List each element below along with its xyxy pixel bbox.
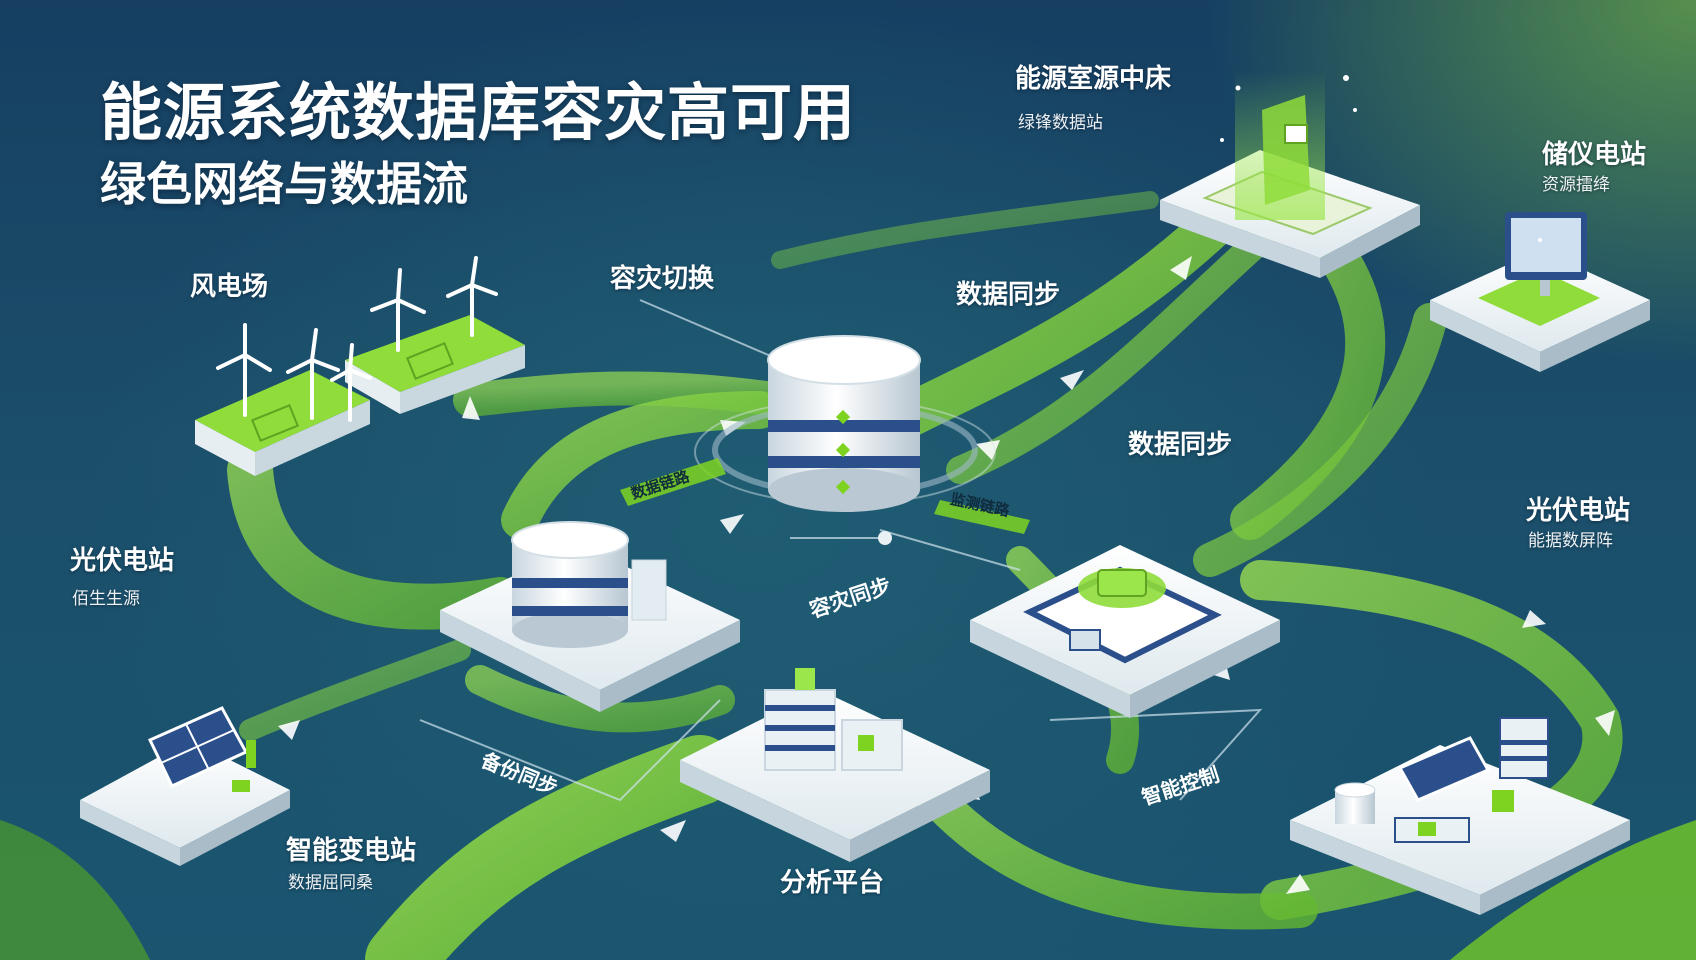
flow-label-failover: 容灾切换 <box>610 258 714 295</box>
center-database-icon <box>768 336 920 512</box>
flow-band-wind-to-hub <box>250 470 500 607</box>
flow-label-sync-upper: 数据同步 <box>956 274 1060 311</box>
flow-band-bottom-sweep <box>920 780 1300 911</box>
node-title-wind-farm: 风电场 <box>190 266 268 303</box>
arrow-6 <box>1522 610 1546 628</box>
node-caption-substation: 数据屈同桑 <box>288 868 373 893</box>
corner-glow-bottom-left <box>0 820 150 960</box>
page-subtitle: 绿色网络与数据流 <box>100 148 468 214</box>
connector-dot <box>878 531 892 545</box>
node-title-pv-left: 光伏电站 <box>70 540 174 577</box>
connector-center-right <box>880 530 1020 570</box>
node-title-substation: 智能变电站 <box>286 830 416 867</box>
flow-band-solar-link <box>250 650 460 730</box>
node-title-pv-right: 光伏电站 <box>1526 490 1630 527</box>
arrow-13 <box>720 514 744 534</box>
node-caption-pv-left: 佰生生源 <box>72 584 140 609</box>
node-title-top-center: 能源室源中床 <box>1015 58 1171 95</box>
node-caption-pv-right: 能据数屏阵 <box>1528 526 1613 551</box>
top-right-monitor-platform <box>1430 212 1650 372</box>
node-title-analytics: 分析平台 <box>780 862 884 899</box>
flow-label-sync-mid: 数据同步 <box>1128 424 1232 461</box>
node-title-top-right: 储仪电站 <box>1542 134 1646 171</box>
connector-failover <box>640 300 780 360</box>
page-title: 能源系统数据库容灾高可用 <box>100 62 856 152</box>
node-caption-top-center: 绿锋数据站 <box>1018 108 1103 133</box>
node-caption-top-right: 资源擂绛 <box>1542 170 1610 195</box>
arrow-9 <box>660 820 686 842</box>
flow-band-top-sweep <box>780 200 1150 260</box>
